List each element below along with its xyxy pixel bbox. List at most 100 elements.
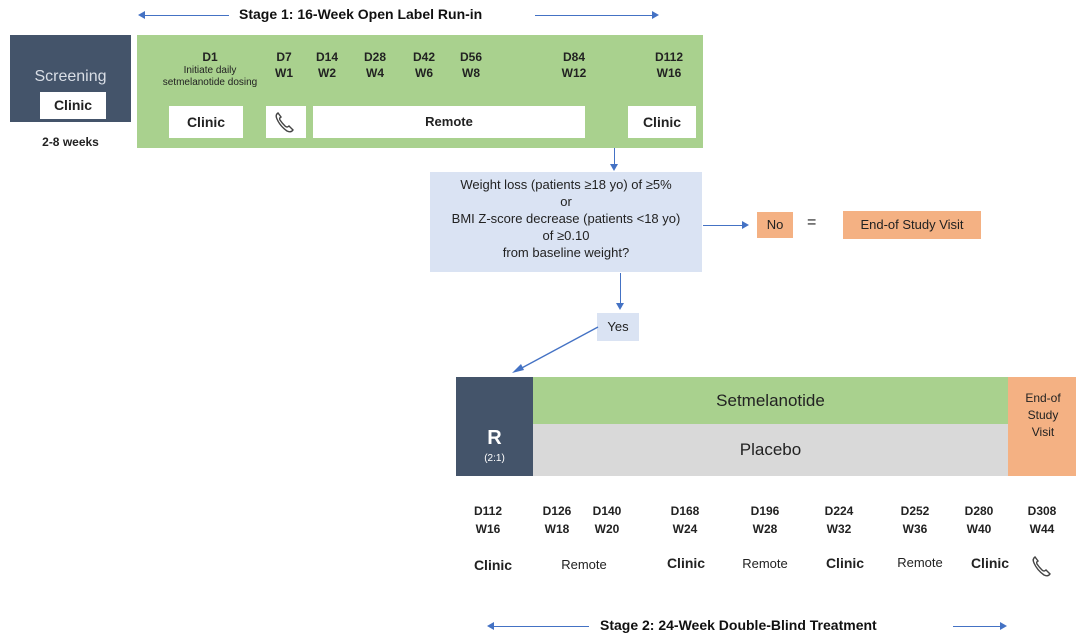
visit-week: W36 bbox=[902, 522, 928, 536]
visit-day: D224 bbox=[824, 504, 854, 518]
phone-icon bbox=[1032, 556, 1051, 577]
visit-week: W16 bbox=[656, 66, 682, 80]
equals-sign: = bbox=[807, 214, 817, 231]
visit-day: D7 bbox=[276, 50, 292, 64]
stage1-visit-d7: D7 W1 bbox=[269, 49, 299, 81]
randomization-ratio: (2:1) bbox=[484, 453, 505, 464]
stage1-arrow-right-head bbox=[652, 11, 659, 19]
stage1-visit-d84: D84 W12 bbox=[554, 49, 594, 81]
visit-day: D42 bbox=[412, 50, 435, 64]
visit-week: W40 bbox=[966, 522, 992, 536]
visit-day: D308 bbox=[1027, 504, 1057, 518]
stage2-type-clinic: Clinic bbox=[666, 555, 706, 571]
visit-week: W1 bbox=[275, 66, 293, 80]
decision-line1: Weight loss (patients ≥18 yo) of ≥5% bbox=[460, 177, 672, 192]
stage2-arrow-left-head bbox=[487, 622, 494, 630]
stage1-visit-d14: D14 W2 bbox=[310, 49, 344, 81]
stage1-arrow-left-line bbox=[144, 15, 229, 16]
stage2-visit-d168: D168 W24 bbox=[663, 502, 707, 538]
visit-note: setmelanotide dosing bbox=[162, 77, 258, 88]
visit-day: D168 bbox=[670, 504, 700, 518]
eos-line1: End-of bbox=[1025, 391, 1061, 405]
screening-clinic-label: Clinic bbox=[40, 92, 106, 119]
stage2-type-clinic: Clinic bbox=[970, 555, 1010, 571]
visit-week: W2 bbox=[318, 66, 336, 80]
visit-week: W18 bbox=[544, 522, 570, 536]
stage2-visit-d308: D308 W44 bbox=[1020, 502, 1064, 538]
decision-box: Weight loss (patients ≥18 yo) of ≥5% or … bbox=[430, 172, 702, 272]
stage2-type-clinic: Clinic bbox=[825, 555, 865, 571]
end-of-study-visit-box-stage2: End-of Study Visit bbox=[1008, 377, 1076, 476]
stage2-visit-d280: D280 W40 bbox=[957, 502, 1001, 538]
stage1-phone-box bbox=[266, 106, 306, 138]
eos-line3: Visit bbox=[1031, 425, 1055, 439]
decision-line2: or bbox=[560, 194, 572, 209]
connector-decision-no bbox=[703, 225, 743, 226]
stage2-visit-d224: D224 W32 bbox=[817, 502, 861, 538]
stage2-visit-d196: D196 W28 bbox=[743, 502, 787, 538]
visit-week: W12 bbox=[561, 66, 587, 80]
connector-decision-yes bbox=[620, 273, 621, 303]
visit-day: D280 bbox=[964, 504, 994, 518]
stage1-arrow-left-head bbox=[138, 11, 145, 19]
yes-box: Yes bbox=[597, 313, 639, 341]
visit-note: Initiate daily bbox=[183, 65, 237, 76]
placebo-arm: Placebo bbox=[533, 424, 1008, 476]
stage2-visit-d140: D140 W20 bbox=[585, 502, 629, 538]
randomization-box: R (2:1) bbox=[456, 377, 533, 476]
stage1-visit-d56: D56 W8 bbox=[454, 49, 488, 81]
stage1-title: Stage 1: 16-Week Open Label Run-in bbox=[239, 6, 483, 22]
visit-week: W32 bbox=[826, 522, 852, 536]
visit-day: D1 bbox=[202, 50, 218, 64]
randomization-letter: R bbox=[487, 427, 502, 449]
visit-day: D14 bbox=[315, 50, 338, 64]
visit-day: D112 bbox=[473, 504, 503, 518]
visit-week: W20 bbox=[594, 522, 620, 536]
stage2-arrow-right-line bbox=[953, 626, 1001, 627]
connector-decision-no-head bbox=[742, 221, 749, 229]
visit-week: W28 bbox=[752, 522, 778, 536]
visit-day: D56 bbox=[459, 50, 482, 64]
stage2-type-remote: Remote bbox=[897, 555, 943, 570]
visit-week: W24 bbox=[672, 522, 698, 536]
visit-day: D196 bbox=[750, 504, 780, 518]
setmelanotide-arm: Setmelanotide bbox=[533, 377, 1008, 424]
visit-day: D140 bbox=[592, 504, 622, 518]
visit-week: W8 bbox=[462, 66, 480, 80]
connector-decision-yes-head bbox=[616, 303, 624, 310]
stage1-arrow-right-line bbox=[535, 15, 653, 16]
visit-week: W44 bbox=[1029, 522, 1055, 536]
stage1-remote-box: Remote bbox=[313, 106, 585, 138]
stage2-visit-d252: D252 W36 bbox=[893, 502, 937, 538]
stage2-visit-d126: D126 W18 bbox=[535, 502, 579, 538]
visit-day: D112 bbox=[654, 50, 684, 64]
screening-label: Screening bbox=[34, 68, 107, 85]
visit-day: D126 bbox=[542, 504, 572, 518]
stage1-clinic-left: Clinic bbox=[169, 106, 243, 138]
stage2-arrow-right-head bbox=[1000, 622, 1007, 630]
visit-week: W16 bbox=[475, 522, 501, 536]
screening-duration: 2-8 weeks bbox=[42, 135, 99, 149]
end-of-study-visit-box: End-of Study Visit bbox=[843, 211, 981, 239]
stage1-visit-d112: D112 W16 bbox=[647, 49, 691, 81]
stage1-visit-d1: D1 Initiate daily setmelanotide dosing bbox=[150, 49, 270, 89]
stage2-type-remote: Remote bbox=[561, 557, 607, 572]
phone-icon bbox=[275, 112, 294, 133]
eos-line2: Study bbox=[1027, 408, 1059, 422]
stage2-type-remote: Remote bbox=[742, 556, 788, 571]
stage2-title: Stage 2: 24-Week Double-Blind Treatment bbox=[600, 617, 877, 633]
stage2-type-clinic: Clinic bbox=[473, 557, 513, 573]
stage2-visit-d112: D112 W16 bbox=[466, 502, 510, 538]
connector-stage1-decision-head bbox=[610, 164, 618, 171]
no-box: No bbox=[757, 212, 793, 238]
stage1-visit-d42: D42 W6 bbox=[407, 49, 441, 81]
connector-stage1-decision bbox=[614, 148, 615, 165]
visit-week: W4 bbox=[366, 66, 384, 80]
stage1-visit-d28: D28 W4 bbox=[358, 49, 392, 81]
stage2-arrow-left-line bbox=[493, 626, 589, 627]
decision-line4: of ≥0.10 bbox=[542, 228, 590, 243]
decision-line5: from baseline weight? bbox=[502, 245, 630, 260]
visit-week: W6 bbox=[415, 66, 433, 80]
visit-day: D28 bbox=[363, 50, 386, 64]
stage1-clinic-right: Clinic bbox=[628, 106, 696, 138]
